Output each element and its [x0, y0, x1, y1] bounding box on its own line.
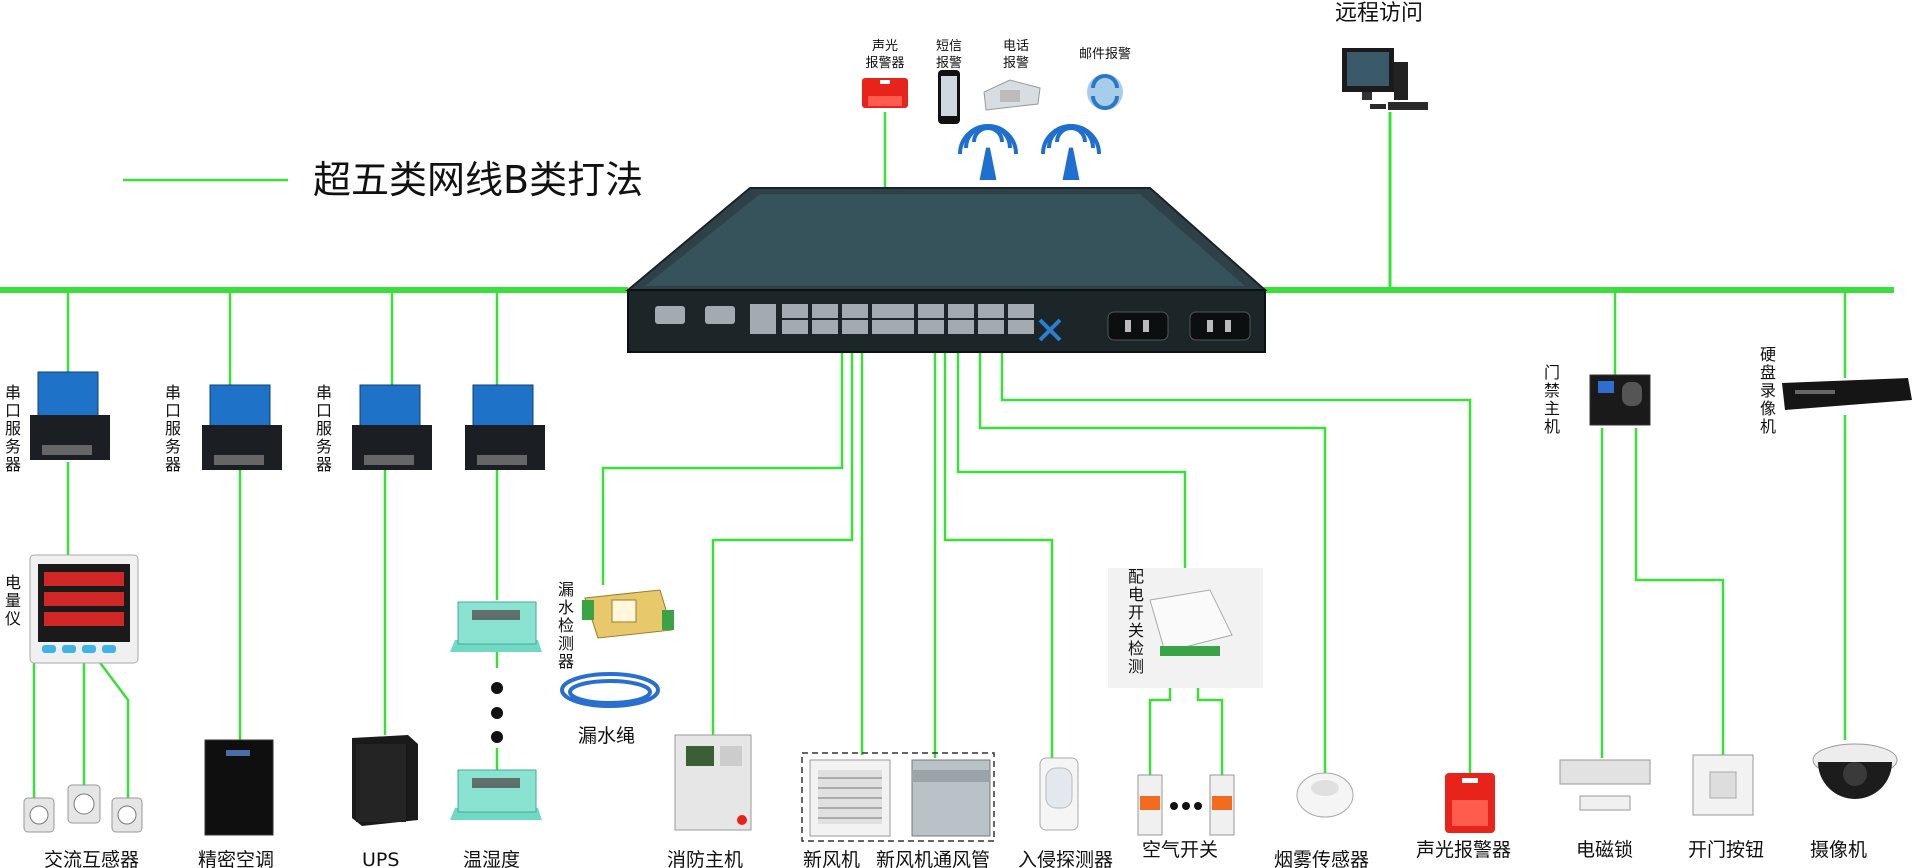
temp-humidity-label: 温湿度 — [463, 849, 520, 868]
precision-ac-label: 精密空调 — [198, 849, 274, 868]
telephone-icon — [983, 79, 1041, 111]
temp-humidity-icon-2 — [450, 769, 542, 820]
remote-access-label: 远程访问 — [1335, 1, 1423, 26]
legend: 超五类网线B类打法 — [123, 158, 643, 202]
access-host-label: 门禁主机 — [1544, 363, 1560, 436]
dvr-label: 硬盘录像机 — [1760, 345, 1776, 436]
serial-server-2 — [202, 384, 282, 470]
alarm-icon — [862, 78, 908, 108]
precision-ac-icon — [204, 739, 274, 836]
camera-icon — [1812, 743, 1898, 799]
serial-server-label-1: 串口服务器 — [5, 383, 21, 474]
host-ports — [655, 304, 1034, 334]
top-sms-label: 短信报警 — [936, 39, 962, 71]
top-section: 远程访问 声光报警器 短信报警 电话报警 邮件报警 — [862, 1, 1428, 180]
wire-smoke — [978, 312, 1327, 773]
ct-label: 交流互感器 — [44, 849, 139, 868]
leak-detector-label: 漏水检测器 — [558, 580, 574, 671]
wire-intrusion — [943, 312, 1054, 758]
leak-detector-icon — [582, 589, 674, 639]
air-switch-label: 空气开关 — [1142, 839, 1218, 861]
wire-ct-1 — [32, 658, 40, 800]
access-host-icon — [1589, 374, 1651, 426]
legend-text: 超五类网线B类打法 — [313, 158, 643, 202]
wireless-icon-1 — [958, 124, 1018, 180]
fresh-air-duct-icon — [911, 759, 991, 837]
serial-server-label-2: 串口服务器 — [165, 383, 181, 474]
air-switch-icon — [1137, 774, 1235, 836]
wire-dist — [956, 312, 1187, 568]
middle-devices: 消防主机 新风机 新风机通风管 入侵探测器 配电开关检测 — [667, 567, 1511, 868]
temp-humidity-icon-1 — [450, 601, 542, 652]
wire-alarm-bottom — [1000, 312, 1472, 773]
ct-sensor-icons — [23, 784, 143, 833]
mag-lock-label: 电磁锁 — [1576, 839, 1633, 861]
door-button-icon — [1692, 754, 1754, 816]
fresh-air-group — [801, 752, 995, 842]
serial-server-label-3: 串口服务器 — [316, 383, 332, 474]
leak-rope-label: 漏水绳 — [578, 725, 635, 747]
leak-rope-icon — [560, 672, 660, 708]
wireless-icon-2 — [1041, 124, 1101, 180]
power-sockets — [1107, 311, 1251, 341]
mobile-phone-icon — [938, 70, 960, 124]
left-devices: 串口服务器 串口服务器 串口服务器 电量仪 交流互感器 — [5, 371, 674, 868]
ups-icon — [352, 735, 418, 826]
serial-server-3 — [352, 384, 432, 470]
smoke-label: 烟雾传感器 — [1274, 849, 1369, 868]
wiring — [0, 112, 1894, 800]
camera-label: 摄像机 — [1810, 839, 1867, 861]
power-meter-icon — [29, 554, 139, 664]
fresh-air-label: 新风机 — [803, 849, 860, 868]
host-logo-icon — [1038, 318, 1062, 342]
email-icon — [1087, 74, 1123, 110]
dvr-icon — [1782, 378, 1912, 410]
intrusion-label: 入侵探测器 — [1018, 849, 1113, 868]
power-meter-label: 电量仪 — [5, 573, 21, 628]
top-sound-light-label: 声光报警器 — [865, 39, 904, 71]
bottom-alarm-label: 声光报警器 — [1416, 839, 1511, 861]
fire-host-icon — [674, 734, 752, 831]
dots-icon — [491, 682, 503, 743]
door-button-label: 开门按钮 — [1688, 839, 1764, 861]
wire-leak — [601, 312, 844, 585]
right-devices: 门禁主机 硬盘录像机 电磁锁 开门按钮 摄像机 — [1544, 345, 1912, 861]
mag-lock-icon — [1559, 759, 1651, 811]
ups-label: UPS — [362, 849, 399, 868]
serial-server-4 — [465, 384, 545, 470]
top-phone-label: 电话报警 — [1003, 39, 1029, 71]
serial-server-1 — [30, 371, 110, 460]
fresh-air-duct-label: 新风机通风管 — [876, 849, 990, 868]
wire-fire — [711, 312, 854, 735]
computer-icon — [1342, 48, 1428, 110]
distribution-label: 配电开关检测 — [1128, 567, 1144, 676]
smoke-sensor-icon — [1296, 772, 1354, 818]
host-device — [625, 187, 1268, 353]
bottom-alarm-icon — [1445, 773, 1495, 833]
fresh-air-icon — [809, 759, 891, 837]
fire-host-label: 消防主机 — [667, 849, 743, 868]
wire-ct-3 — [97, 659, 130, 800]
top-email-label: 邮件报警 — [1079, 46, 1131, 62]
distribution-detector-icon — [1108, 568, 1263, 688]
wire-button — [1634, 428, 1725, 755]
intrusion-detector-icon — [1039, 757, 1079, 831]
